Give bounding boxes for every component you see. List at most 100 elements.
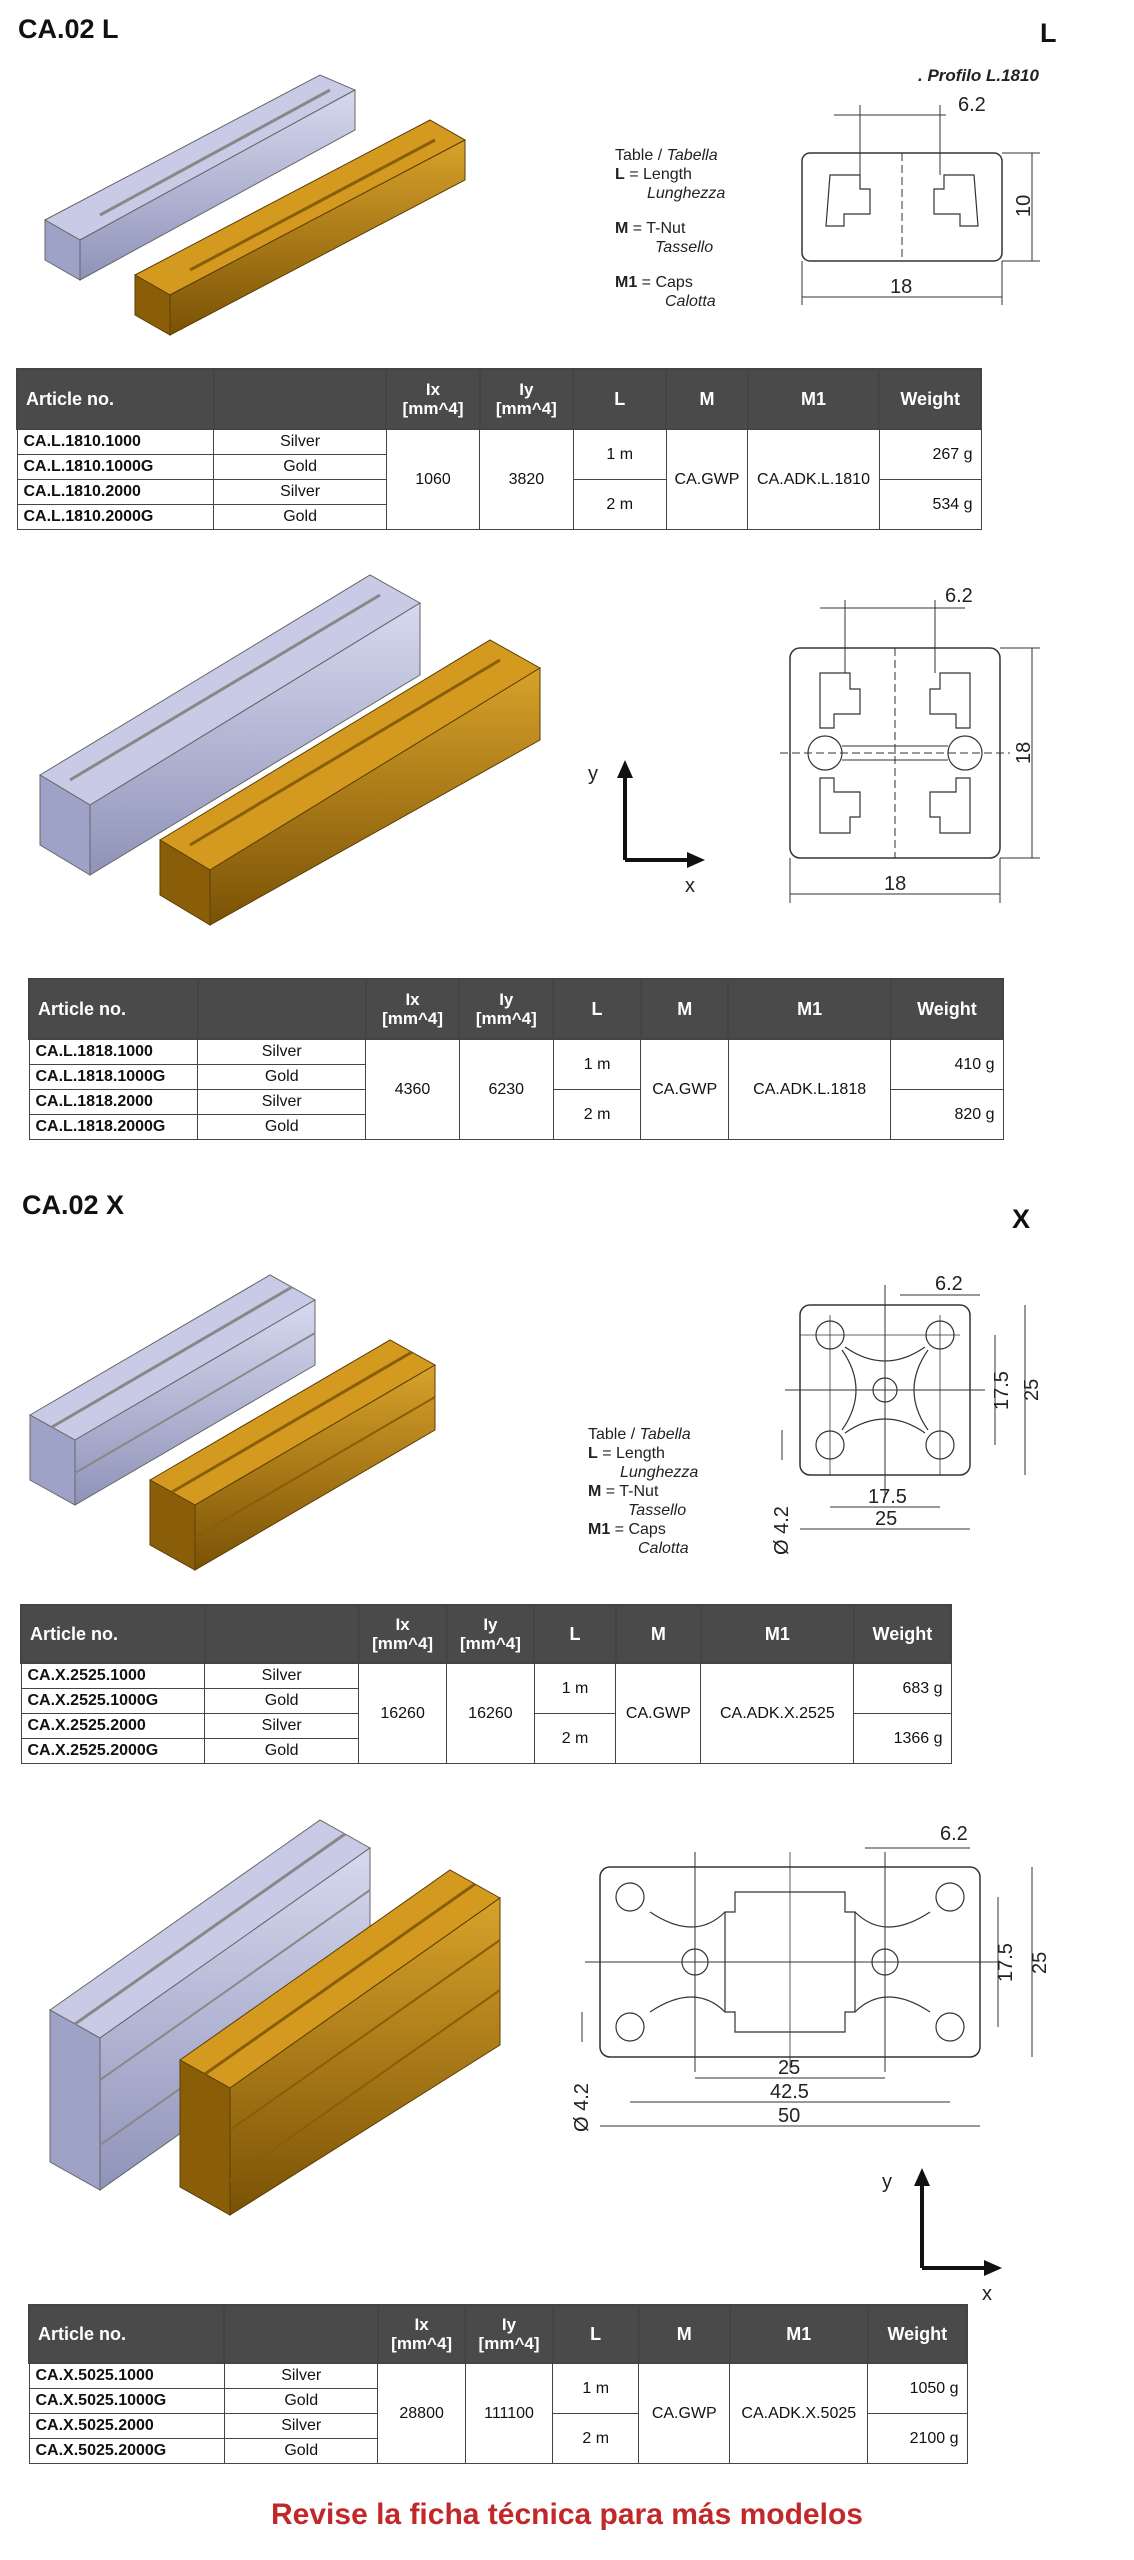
th-article: Article no.	[16, 368, 215, 430]
th-m: M	[637, 2304, 731, 2364]
cell-finish: Silver	[204, 1662, 360, 1689]
spec-table-l1818: Article no. Ix[mm^4] Iy[mm^4] L M M1 Wei…	[28, 978, 1005, 1140]
cell-l2: 2 m	[533, 1713, 617, 1764]
table-row: CA.X.2525.1000G Gold	[20, 1688, 951, 1714]
th-weight: Weight	[889, 978, 1005, 1040]
cell-weight-1: 267 g	[878, 428, 982, 480]
th-weight: Weight	[852, 1604, 953, 1664]
dim-b-x5025: 25	[1029, 1952, 1051, 1974]
legend-m1-val: = Caps	[610, 1521, 666, 1538]
legend-m1-it: Calotta	[638, 1540, 689, 1557]
th-iy-unit: [mm^4]	[475, 1009, 537, 1028]
th-article: Article no.	[28, 978, 199, 1040]
cell-l1: 1 m	[552, 2362, 640, 2414]
table-row: CA.X.5025.1000G Gold	[28, 2388, 967, 2414]
dim-e-x5025: 50	[778, 2105, 800, 2127]
cell-finish: Gold	[223, 2388, 379, 2414]
cell-m: CA.GWP	[640, 1038, 729, 1140]
th-blank	[203, 1604, 360, 1664]
cell-article: CA.L.1810.1000	[16, 428, 215, 455]
legend-l-val: = Length	[597, 1445, 665, 1462]
cell-weight-2: 1366 g	[853, 1713, 952, 1764]
cell-article: CA.L.1818.2000G	[28, 1114, 199, 1140]
dim-height-l1810: 10	[1013, 195, 1035, 217]
cell-iy: 16260	[446, 1662, 535, 1764]
table-row: CA.L.1810.2000 Silver 2 m 534 g	[16, 479, 982, 530]
dim-d-x5025: 42.5	[770, 2081, 809, 2103]
legend-l: Table / Tabella L = Length Lunghezza M =…	[615, 146, 725, 311]
dim-slot-x2525: 6.2	[935, 1273, 963, 1295]
cell-weight-1: 410 g	[890, 1038, 1004, 1090]
legend-m1-key: M1	[588, 1521, 611, 1538]
dim-slot-l1818: 6.2	[945, 585, 973, 607]
legend-m-key: M	[615, 220, 629, 237]
legend-l-key: L	[588, 1445, 598, 1462]
cell-finish: Gold	[204, 1688, 360, 1714]
dim-c-x5025: 25	[778, 2057, 800, 2079]
spec-table-x5025: Article no. Ix[mm^4] Iy[mm^4] L M M1 Wei…	[27, 2304, 969, 2464]
legend-m-val: = T-Nut	[628, 220, 686, 237]
th-iy: Iy	[483, 1615, 498, 1634]
profile-caption-l1810: . Profilo L.1810	[918, 66, 1039, 85]
table-row: CA.L.1818.2000G Gold	[28, 1114, 1003, 1140]
cell-weight-2: 534 g	[878, 479, 982, 530]
th-weight: Weight	[866, 2304, 969, 2364]
dim-a-x5025: 17.5	[995, 1943, 1017, 1982]
th-m1: M1	[699, 1604, 855, 1664]
th-weight: Weight	[878, 368, 982, 430]
profile-drawing-x2525: 6.2 17.5 25 17.5 25 Ø 4.2	[771, 1273, 1043, 1555]
cell-article: CA.L.1818.2000	[28, 1089, 199, 1115]
legend-m1-val: = Caps	[637, 274, 693, 291]
th-ix-unit: [mm^4]	[382, 1009, 443, 1028]
th-l: L	[552, 978, 642, 1040]
legend-table-it: Tabella	[666, 147, 718, 164]
section-title-x: CA.02 X	[22, 1190, 125, 1220]
th-iy-unit: [mm^4]	[478, 2334, 540, 2353]
cell-weight-2: 2100 g	[867, 2413, 968, 2464]
dim-b-x2525: 25	[1021, 1379, 1043, 1401]
product-image-l1810	[43, 74, 467, 336]
legend-m1-key: M1	[615, 274, 638, 291]
cell-finish: Silver	[223, 2413, 379, 2439]
cell-m: CA.GWP	[615, 1662, 702, 1764]
cell-finish: Silver	[213, 479, 387, 505]
dim-c-x2525: 17.5	[868, 1486, 907, 1508]
section-title-l: CA.02 L	[18, 14, 119, 44]
cell-finish: Silver	[213, 428, 387, 455]
th-article: Article no.	[27, 2304, 226, 2364]
legend-m-val: = T-Nut	[601, 1483, 659, 1500]
table-row: CA.X.5025.2000G Gold	[28, 2438, 967, 2464]
th-blank	[223, 2304, 379, 2364]
cell-article: CA.X.2525.1000	[20, 1662, 206, 1689]
cell-article: CA.L.1810.2000	[16, 479, 215, 505]
cell-finish: Silver	[204, 1713, 360, 1739]
cell-ix: 16260	[358, 1662, 448, 1764]
th-iy: Iy	[519, 380, 534, 399]
dim-width-l1810: 18	[890, 276, 912, 298]
th-ix: Ix	[395, 1615, 410, 1634]
legend-x: Table / Tabella L = Length Lunghezza M =…	[588, 1425, 698, 1558]
th-ix-unit: [mm^4]	[391, 2334, 453, 2353]
cell-article: CA.X.2525.2000G	[20, 1738, 206, 1764]
table-row: CA.X.2525.2000 Silver 2 m 1366 g	[20, 1713, 952, 1764]
th-m: M	[639, 978, 730, 1040]
cell-iy: 6230	[458, 1038, 554, 1140]
th-ix: Ix	[425, 380, 441, 399]
legend-l-it: Lunghezza	[647, 185, 726, 202]
cell-l2: 2 m	[552, 2413, 640, 2464]
cell-article: CA.X.5025.2000	[28, 2413, 225, 2439]
legend-l-key: L	[615, 166, 625, 183]
cell-finish: Gold	[213, 504, 387, 530]
cell-finish: Gold	[204, 1738, 360, 1764]
cell-ix: 1060	[385, 428, 481, 530]
table-row: CA.L.1818.2000 Silver 2 m 820 g	[28, 1089, 1004, 1140]
cell-m1: CA.ADK.X.5025	[729, 2362, 869, 2464]
table-row: CA.L.1810.1000 Silver 1060 3820 1 m CA.G…	[16, 428, 982, 530]
th-m: M	[614, 1604, 702, 1664]
table-row: CA.X.2525.2000G Gold	[20, 1738, 951, 1764]
legend-m-key: M	[588, 1483, 602, 1500]
th-m1: M1	[746, 368, 881, 430]
profile-drawing-l1810: 6.2 10 18	[801, 94, 1040, 305]
th-m: M	[665, 368, 749, 430]
table-row: CA.X.5025.1000 Silver 28800 111100 1 m C…	[28, 2362, 968, 2464]
